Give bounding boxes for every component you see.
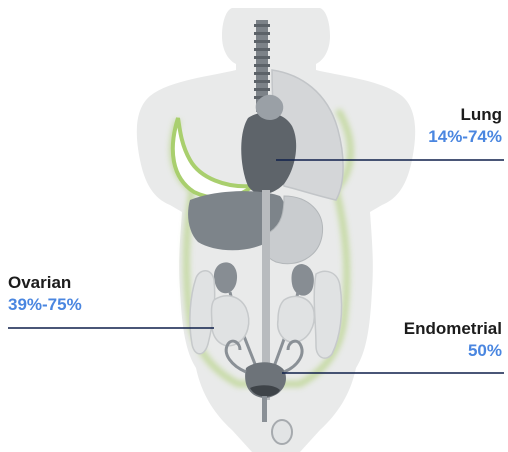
lung-callout: Lung 14%-74% [428,104,502,148]
endometrial-label: Endometrial [404,318,502,340]
ovarian-label: Ovarian [8,272,82,294]
ovarian-callout: Ovarian 39%-75% [8,272,82,316]
left-kidney [214,262,237,293]
ovarian-value: 39%-75% [8,294,82,316]
endometrial-value: 50% [404,340,502,362]
lung-label: Lung [428,104,502,126]
pelvic-bulb [272,420,292,444]
endometrial-callout: Endometrial 50% [404,318,502,362]
lung-value: 14%-74% [428,126,502,148]
